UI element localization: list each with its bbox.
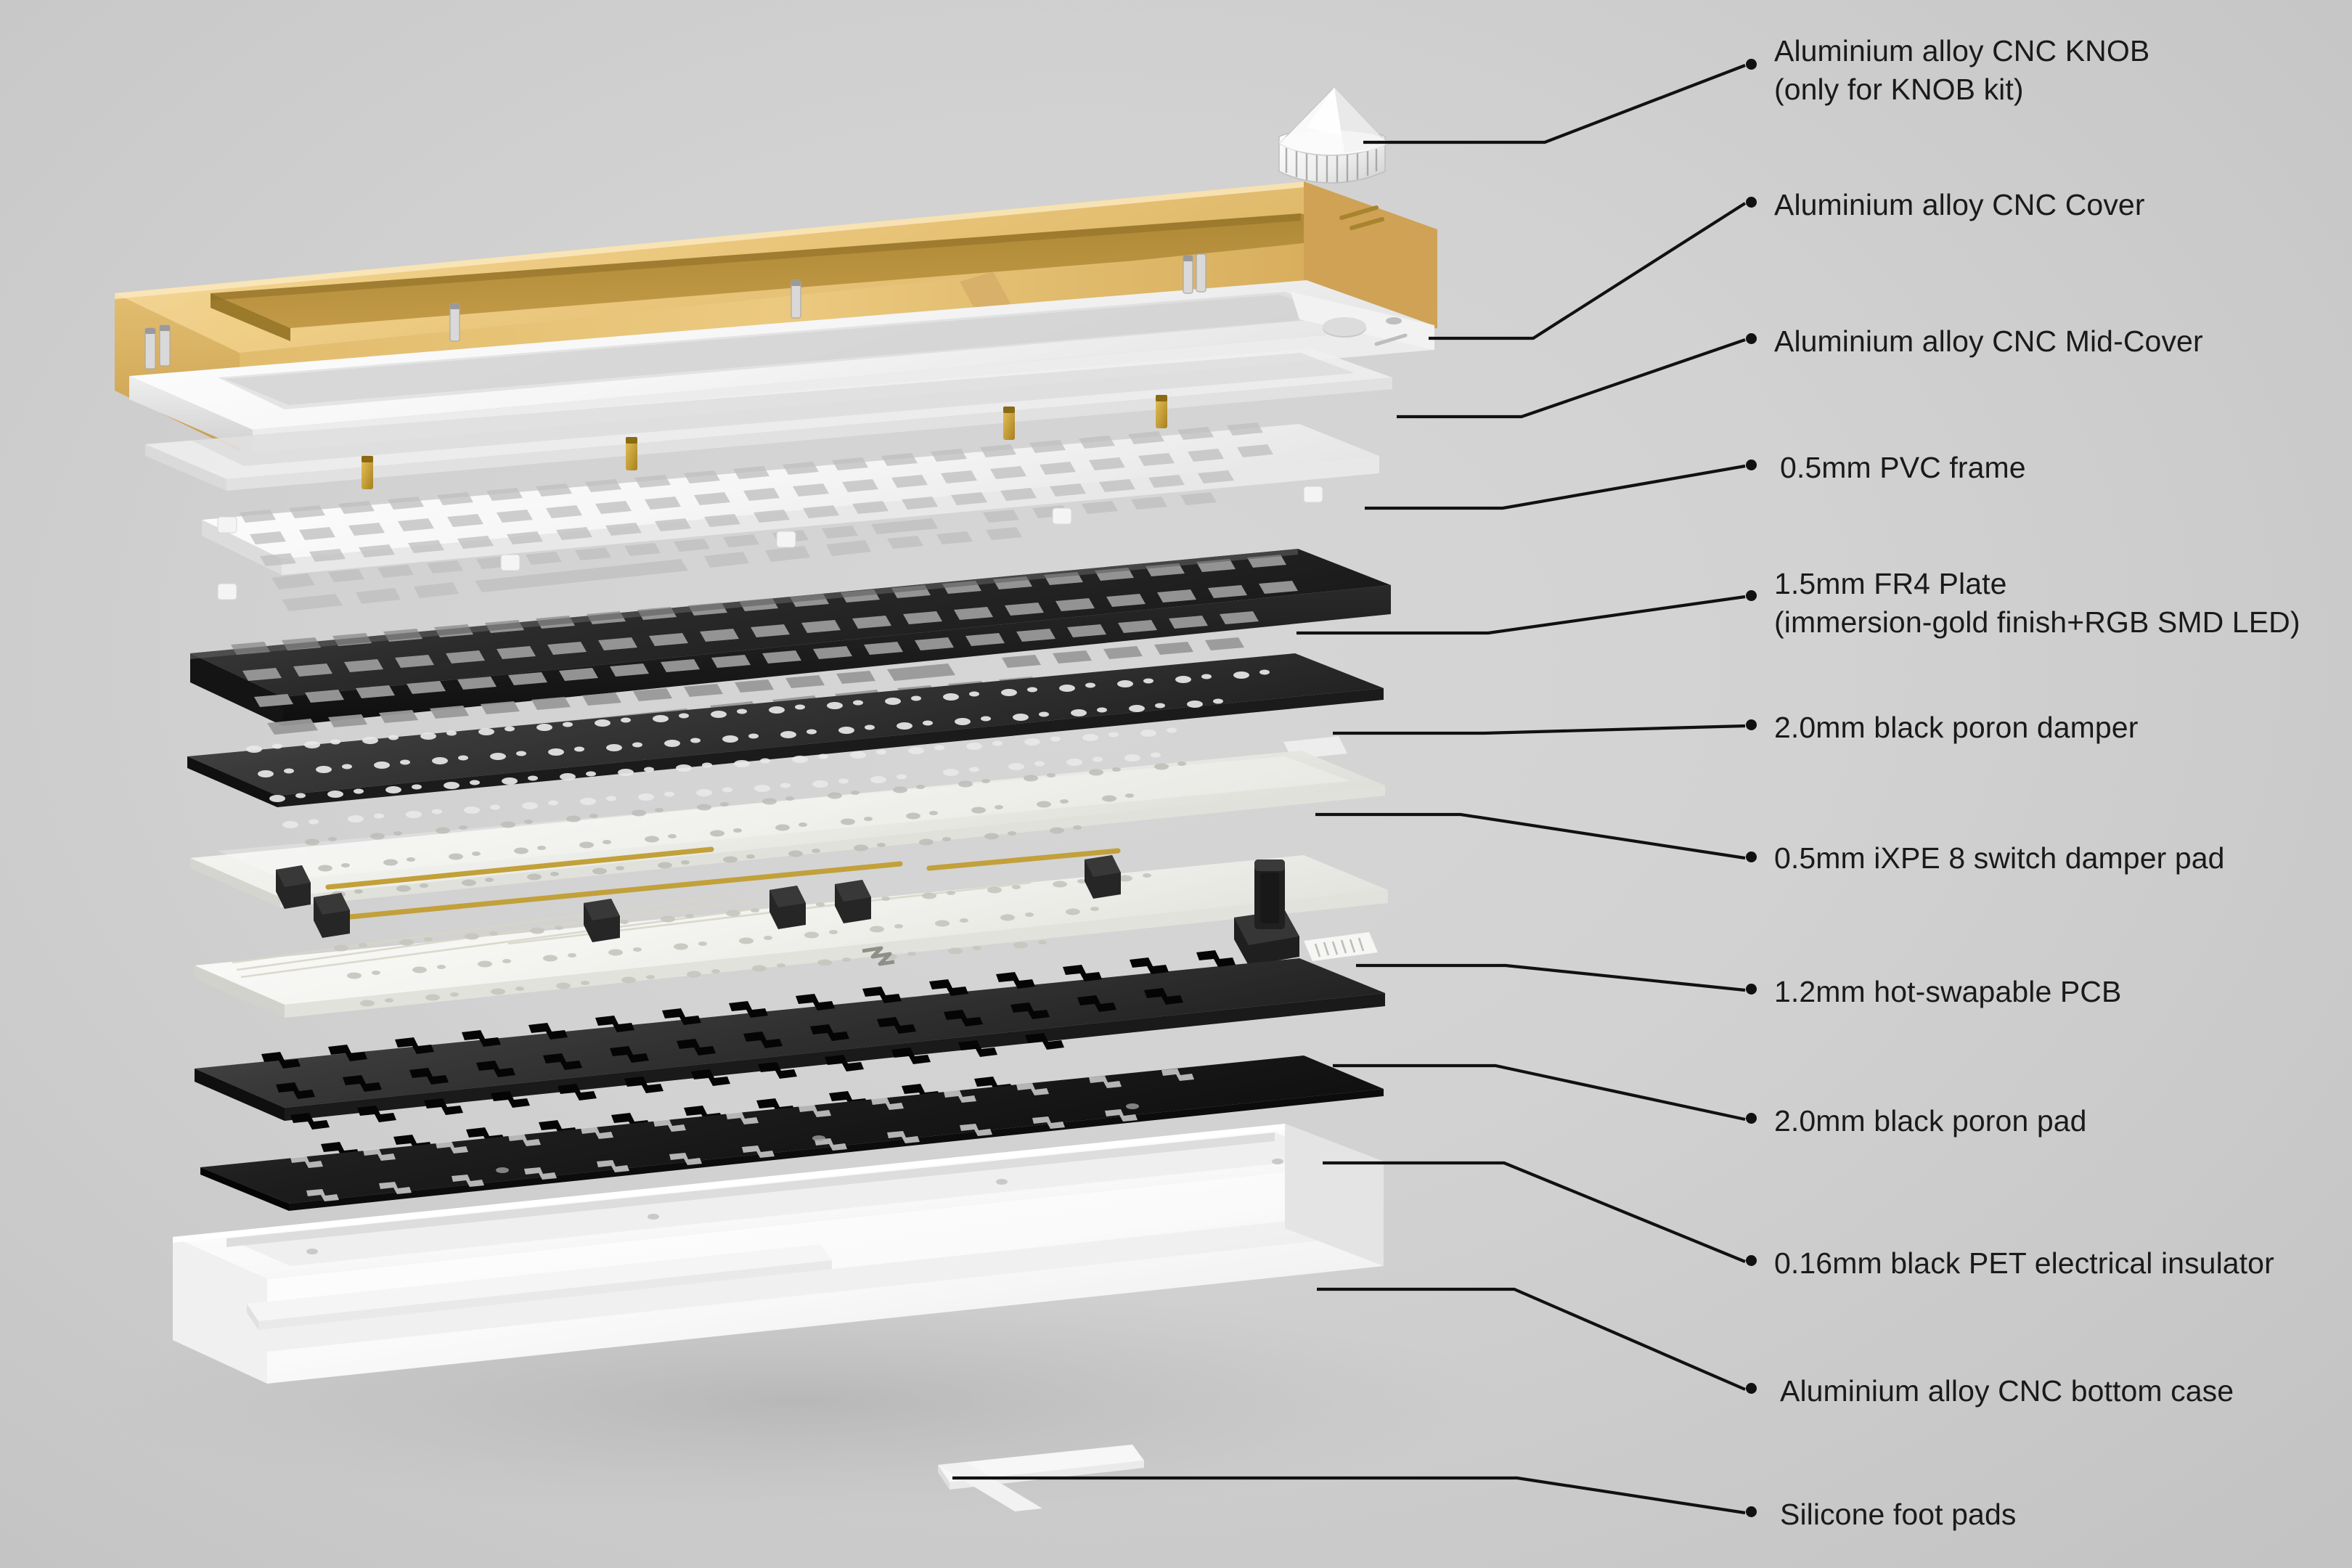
- layer-pet-insulator-art: [200, 1055, 1384, 1235]
- callout-label-pcb: 1.2mm hot-swapable PCB: [1774, 975, 2122, 1008]
- callout-dot-ixpe-pad: [1746, 852, 1757, 862]
- callout-label-pvc-frame: 0.5mm PVC frame: [1780, 451, 2026, 484]
- callout-dot-cover: [1746, 197, 1757, 208]
- callout-dot-fr4-plate: [1746, 590, 1757, 601]
- callout-dot-knob: [1746, 59, 1757, 70]
- layer-cover-art: [115, 181, 1437, 452]
- leader-fr4-plate: [1297, 595, 1746, 635]
- callout-dot-pvc-frame: [1746, 460, 1757, 470]
- layer-pvc-frame-art: [145, 348, 1392, 491]
- callout-dot-pet-insulator: [1746, 1255, 1757, 1266]
- leader-knob: [1363, 64, 1746, 144]
- leader-ixpe-pad: [1315, 812, 1746, 860]
- layer-mid-cover-art: [129, 253, 1434, 453]
- callout-label-bottom-case: Aluminium alloy CNC bottom case: [1780, 1374, 2234, 1408]
- leader-foot-pads: [952, 1476, 1746, 1515]
- leader-mid-cover: [1397, 338, 1746, 419]
- leader-poron-pad: [1333, 1063, 1746, 1122]
- callout-dot-foot-pads: [1746, 1506, 1757, 1517]
- callout-dot-mid-cover: [1746, 333, 1757, 344]
- layer-knob-art: [1278, 86, 1389, 184]
- callout-label-fr4-plate: 1.5mm FR4 Plate (immersion-gold finish+R…: [1774, 567, 2300, 640]
- callout-label-mid-cover: Aluminium alloy CNC Mid-Cover: [1774, 324, 2203, 358]
- callout-label-knob: Aluminium alloy CNC KNOB (only for KNOB …: [1774, 34, 2150, 107]
- callout-dot-pcb: [1746, 984, 1757, 995]
- layer-pvc-grid-art: [202, 395, 1379, 611]
- callout-label-cover: Aluminium alloy CNC Cover: [1774, 188, 2145, 221]
- layer-poron-pad-art: [195, 950, 1385, 1159]
- callout-dot-poron-pad: [1746, 1113, 1757, 1124]
- callout-label-poron-pad: 2.0mm black poron pad: [1774, 1104, 2087, 1138]
- layer-bottom-case-art: [173, 1124, 1384, 1384]
- leader-pcb: [1356, 963, 1746, 992]
- layer-ixpe-pad-art: [190, 751, 1385, 907]
- callout-label-ixpe-pad: 0.5mm iXPE 8 switch damper pad: [1774, 841, 2225, 875]
- leader-cover: [1429, 202, 1747, 340]
- layer-fr4-plate-art: [190, 549, 1391, 762]
- callout-label-poron-damper: 2.0mm black poron damper: [1774, 711, 2139, 744]
- leader-pvc-frame: [1365, 464, 1746, 510]
- layer-poron-damper-art: [187, 653, 1384, 854]
- callout-dot-poron-damper: [1746, 719, 1757, 730]
- leader-poron-damper: [1333, 724, 1746, 735]
- callout-label-pet-insulator: 0.16mm black PET electrical insulator: [1774, 1246, 2274, 1280]
- callout-dot-bottom-case: [1746, 1383, 1757, 1394]
- layer-foot-pads-art: [247, 1244, 1144, 1511]
- callout-label-foot-pads: Silicone foot pads: [1780, 1498, 2017, 1531]
- leader-pet-insulator: [1323, 1161, 1746, 1263]
- layer-pcb-art: [195, 846, 1388, 1018]
- leader-bottom-case: [1317, 1287, 1746, 1391]
